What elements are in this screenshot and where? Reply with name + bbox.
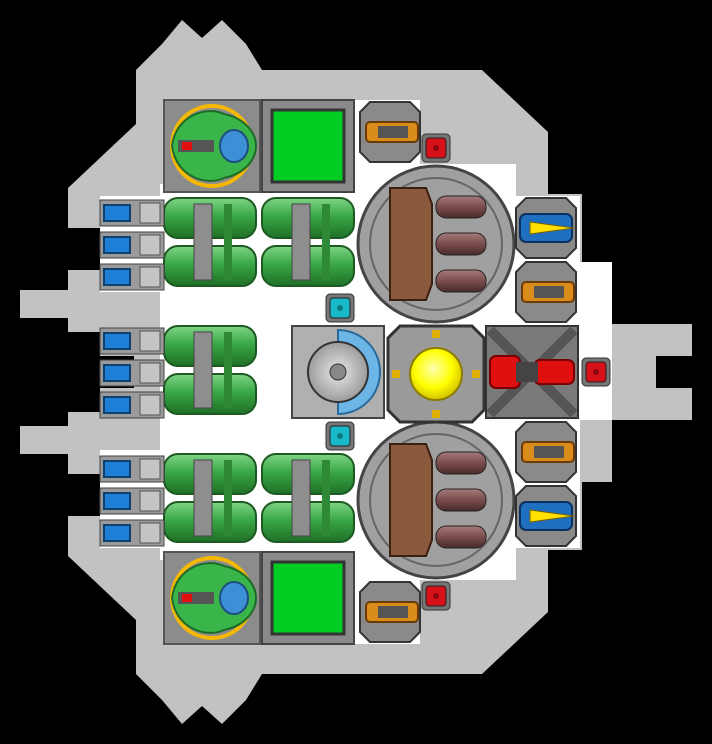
red-button[interactable] [581, 357, 611, 387]
fuel-tank[interactable] [163, 325, 257, 415]
thruster[interactable] [99, 519, 165, 547]
thruster[interactable] [99, 487, 165, 515]
thruster[interactable] [99, 231, 165, 259]
cyan-button[interactable] [325, 421, 355, 451]
cockpit-top[interactable] [163, 99, 261, 193]
orange-turret[interactable] [359, 581, 421, 643]
thruster[interactable] [99, 327, 165, 355]
red-button[interactable] [421, 133, 451, 163]
fuel-tank[interactable] [163, 453, 257, 543]
thruster-group [99, 199, 165, 547]
thruster[interactable] [99, 455, 165, 483]
button-group [325, 133, 611, 611]
red-cannon[interactable] [485, 325, 579, 419]
fuel-tank-group [163, 197, 355, 543]
shield-generator[interactable] [291, 325, 385, 419]
thruster[interactable] [99, 359, 165, 387]
blue-laser-turret[interactable] [515, 197, 577, 259]
display-top[interactable] [261, 99, 355, 193]
orange-turret[interactable] [515, 421, 577, 483]
cyan-button[interactable] [325, 293, 355, 323]
fuel-tank[interactable] [261, 197, 355, 287]
display-bottom[interactable] [261, 551, 355, 645]
cargo-drum-bottom[interactable] [356, 420, 516, 580]
reactor-core[interactable] [386, 324, 486, 424]
fuel-tank[interactable] [261, 453, 355, 543]
fuel-tank[interactable] [163, 197, 257, 287]
thruster[interactable] [99, 199, 165, 227]
thruster[interactable] [99, 391, 165, 419]
thruster[interactable] [99, 263, 165, 291]
orange-turret[interactable] [359, 101, 421, 163]
orange-turret[interactable] [515, 261, 577, 323]
cockpit-bottom[interactable] [163, 551, 261, 645]
blue-laser-turret[interactable] [515, 485, 577, 547]
red-button[interactable] [421, 581, 451, 611]
turret-group [359, 101, 577, 643]
cargo-drum-top[interactable] [356, 164, 516, 324]
